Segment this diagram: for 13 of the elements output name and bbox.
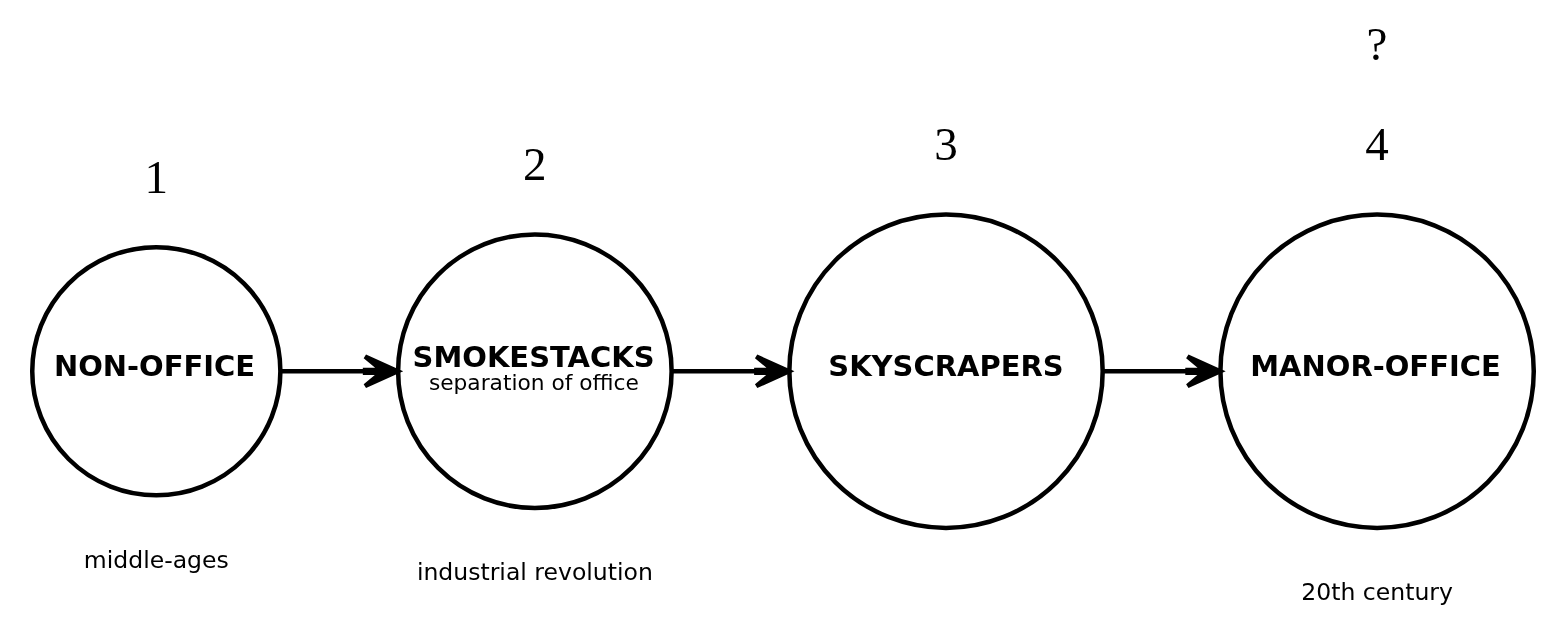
node-circle: MANOR-OFFICE [1217, 212, 1536, 531]
arrow [280, 354, 400, 389]
label: 1 [144, 150, 168, 203]
label: 2 [522, 137, 547, 190]
label: 20th century [1300, 578, 1453, 607]
label: 4 [1364, 117, 1389, 170]
node-label: industrial revolution [416, 558, 653, 587]
node-circle: SMOKESTACKS separation of office [395, 232, 674, 511]
node-label: middle-ages [83, 545, 229, 574]
node-circle: NON-OFFICE [29, 244, 283, 498]
label: 3 [933, 117, 958, 170]
node-circle: SKYSCRAPERS [786, 212, 1105, 531]
label: ? [1366, 18, 1388, 71]
